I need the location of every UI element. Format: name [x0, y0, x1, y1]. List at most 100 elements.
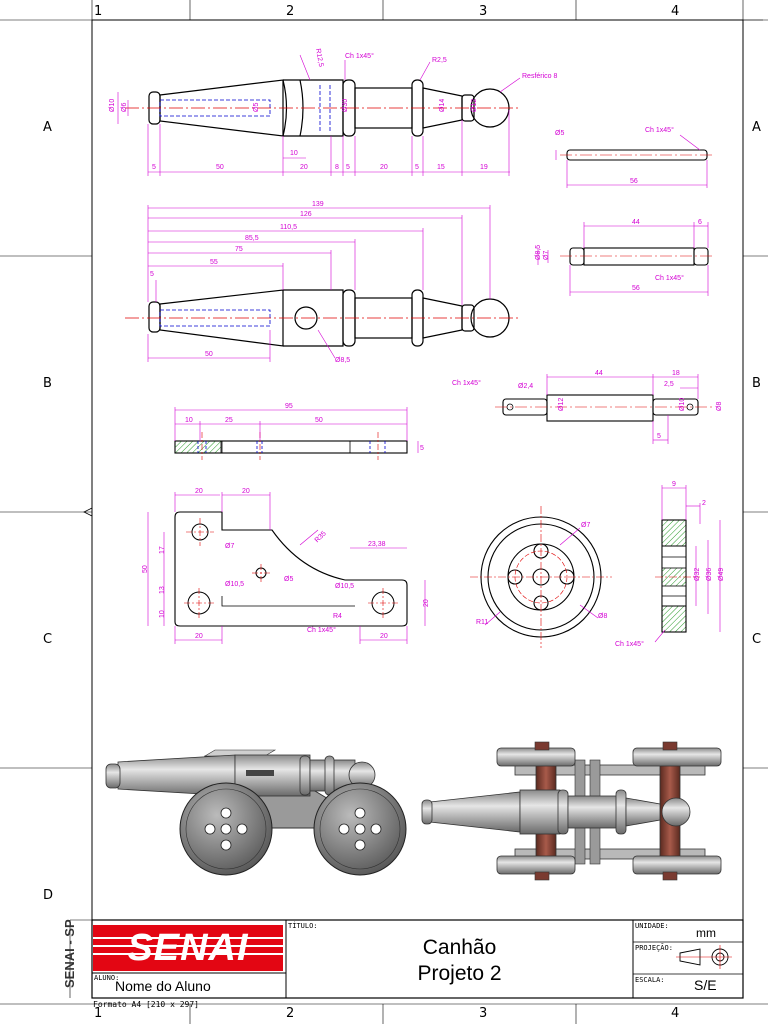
senai-logo-text: SENAI: [127, 927, 249, 969]
dim-l126: 126: [300, 211, 312, 218]
plate-l95: 95: [285, 403, 293, 410]
bracket-l13: 13: [159, 586, 166, 594]
dim-l5b: 5: [346, 164, 350, 171]
zone-row-d-left: D: [43, 888, 54, 903]
escala-value: S/E: [694, 977, 717, 993]
wheelside-d32: Ø32: [694, 568, 701, 581]
barrel-top-dim-labels: Ø10 Ø6 Ø5 Ø30 Ø14 Ø12 R12,5 R2,5 Ch 1x45…: [109, 48, 558, 171]
axle-b-cham: Ch 1x45°: [452, 379, 481, 387]
zone-row-a-left: A: [43, 120, 52, 135]
wheel-d8: Ø8: [598, 613, 607, 620]
senai-logo: SENAI: [93, 925, 283, 971]
zone-col-3-bottom: 3: [479, 1006, 488, 1021]
plate-top-view: 95 10 25 50 5: [174, 403, 424, 460]
projecao-label: PROJEÇÃO:: [635, 944, 673, 952]
dim-l19: 19: [480, 164, 488, 171]
title-block-frame: [69, 919, 744, 999]
dim-l5c: 5: [415, 164, 419, 171]
dim-l50: 50: [216, 164, 224, 171]
bracket-l50: 50: [142, 565, 149, 573]
dim-d14: Ø14: [439, 99, 446, 112]
wheelside-d49: Ø49: [718, 568, 725, 581]
small-pin-view: Ø5 Ch 1x45° 56: [555, 126, 715, 188]
pin-cham: Ch 1x45°: [645, 126, 674, 134]
wheel-d7: Ø7: [581, 522, 590, 529]
wheelside-l9: 9: [672, 481, 676, 488]
pin-l56: 56: [630, 178, 638, 185]
dim-r25: R2,5: [432, 57, 447, 64]
dim-l139: 139: [312, 201, 324, 208]
bracket-d7: Ø7: [225, 543, 234, 550]
pin-d5: Ø5: [555, 130, 564, 137]
zone-row-a-right: A: [752, 120, 761, 135]
titulo-line1: Canhão: [422, 936, 497, 959]
axle-a-l6: 6: [698, 219, 702, 226]
zone-col-1-bottom: 1: [94, 1006, 103, 1021]
bracket-d105a: Ø10,5: [225, 581, 244, 588]
dim-l5side: 5: [150, 271, 154, 278]
bracket-r35: R35: [314, 530, 328, 544]
bracket-l2338: 23,38: [368, 541, 386, 548]
dim-d12: Ø12: [471, 99, 478, 112]
wheelside-d36: Ø36: [706, 568, 713, 581]
plate-l5: 5: [420, 445, 424, 452]
dim-l50side: 50: [205, 351, 213, 358]
bracket-l20b: 20: [242, 488, 250, 495]
wheelside-l2: 2: [702, 500, 706, 507]
dim-l5a: 5: [152, 164, 156, 171]
axle-b-view: Ch 1x45° Ø2,4 44 18 2,5 Ø12 Ø10 Ø8 5: [452, 370, 723, 444]
wheel-side-view: 9 2 Ø32 Ø36 Ø49 Ch 1x45°: [615, 481, 725, 648]
dim-d30: Ø30: [342, 99, 349, 112]
axle-a-l44: 44: [632, 219, 640, 226]
dim-l8: 8: [335, 164, 339, 171]
axle-a-cham: Ch 1x45°: [655, 274, 684, 282]
bracket-d5: Ø5: [284, 576, 293, 583]
barrel-side-dim-labels: 139 126 110,5 85,5 75 55 5 50 Ø8,5: [150, 201, 350, 364]
dim-d10: Ø10: [109, 99, 116, 112]
wheel-front-centerlines: [470, 506, 612, 648]
axle-b-d12: Ø12: [558, 398, 565, 411]
senai-sp-vertical: SENAI - SP: [62, 919, 77, 988]
bracket-r4: R4: [333, 613, 342, 620]
barrel-top-dimensions: [117, 54, 521, 176]
wheel-r11: R11: [476, 619, 488, 626]
dim-l1105: 110,5: [280, 224, 297, 231]
titulo-label: TÍTULO:: [288, 922, 318, 930]
zone-col-4-top: 4: [671, 4, 680, 19]
axle-b-d24: Ø2,4: [518, 383, 533, 390]
unidade-label: UNIDADE:: [635, 922, 669, 930]
dim-r125: R12,5: [314, 48, 324, 68]
dim-l55: 55: [210, 259, 218, 266]
dim-l75: 75: [235, 246, 243, 253]
bracket-l10: 10: [159, 610, 166, 618]
zone-row-b-right: B: [752, 376, 761, 391]
dim-cham: Ch 1x45°: [345, 52, 374, 60]
plate-l10: 10: [185, 417, 193, 424]
cannon-render-side: [105, 749, 407, 876]
axle-b-l5: 5: [657, 433, 661, 440]
axle-a-d7: Ø7: [543, 251, 550, 260]
dim-l855: 85,5: [245, 235, 259, 242]
axle-a-d85: Ø8,5: [535, 245, 542, 260]
wheelside-cham: Ch 1x45°: [615, 640, 644, 648]
bracket-l20d: 20: [380, 633, 388, 640]
dim-sphere: Resférico 8: [522, 73, 558, 80]
zone-col-3-top: 3: [479, 4, 488, 19]
unidade-value: mm: [696, 926, 716, 940]
escala-label: ESCALA:: [635, 976, 665, 984]
dim-d85side: Ø8,5: [335, 357, 350, 364]
zone-col-1-top: 1: [94, 4, 103, 19]
zone-row-b-left: B: [43, 376, 52, 391]
cannon-render-top: [421, 741, 722, 881]
axle-b-l44: 44: [595, 370, 603, 377]
dim-l15: 15: [437, 164, 445, 171]
bracket-l20c: 20: [195, 633, 203, 640]
barrel-side-dimensions: [147, 205, 491, 362]
aluno-label: ALUNO:: [94, 974, 120, 982]
dim-l20b: 20: [380, 164, 388, 171]
bracket-cham: Ch 1x45°: [307, 626, 336, 634]
dim-l10: 10: [290, 150, 298, 157]
dim-d5: Ø5: [253, 103, 260, 112]
axle-a-view: 44 6 Ø8,5 Ø7 Ch 1x45° 56: [535, 219, 715, 296]
